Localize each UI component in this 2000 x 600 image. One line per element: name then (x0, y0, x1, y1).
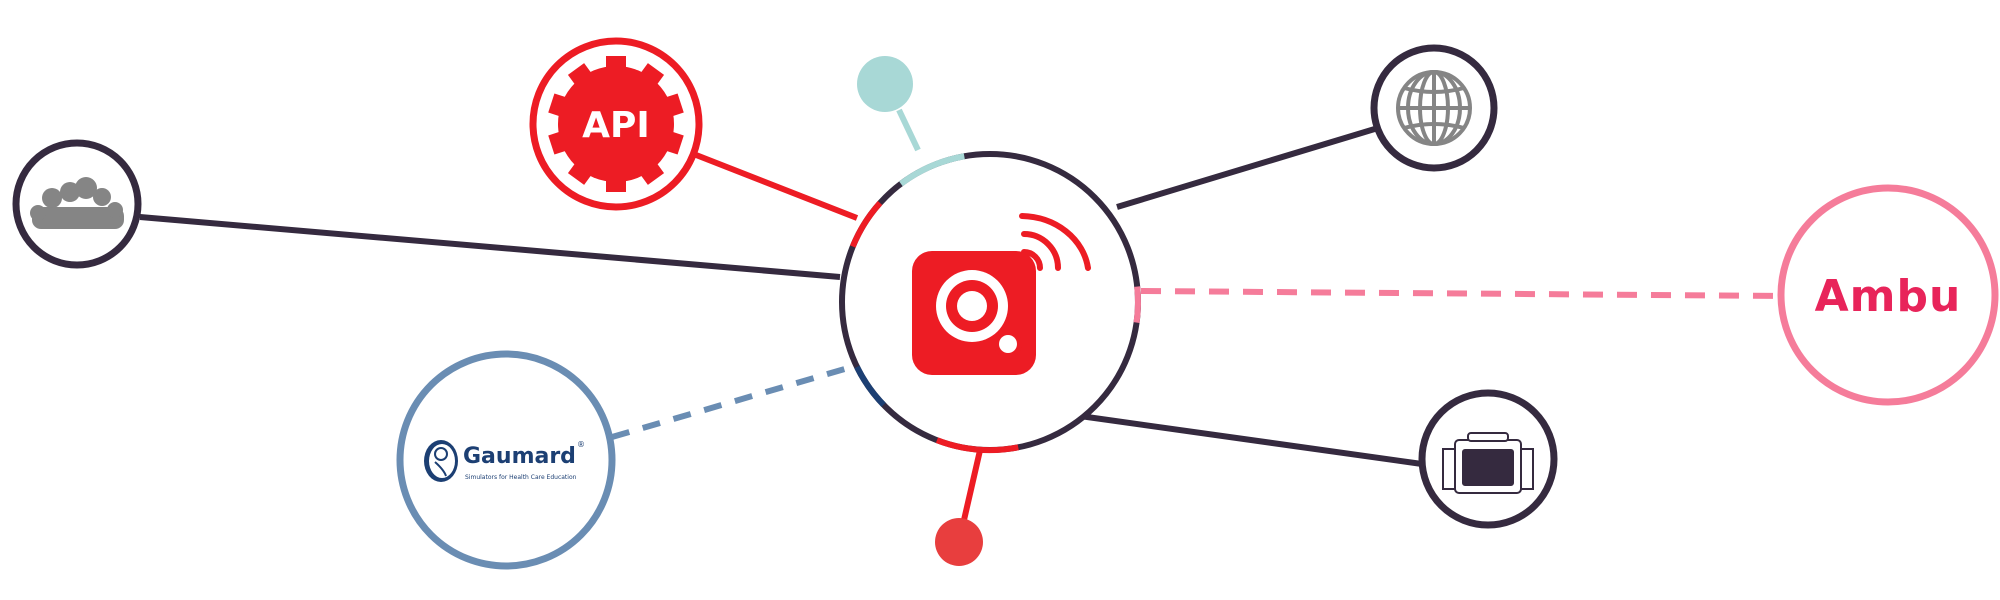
gear-tooth (567, 160, 594, 185)
link-cloud (139, 214, 841, 280)
gear-tooth (662, 130, 684, 155)
hub-arc-ambu (1133, 286, 1141, 324)
gear-tooth (548, 93, 570, 118)
gear-tooth (662, 93, 684, 118)
red-app-camera-wifi-icon (912, 213, 1091, 375)
patient-monitor-icon (1442, 432, 1534, 494)
gaumard-wordmark: Gaumard (463, 444, 576, 469)
cloud-icon (30, 177, 124, 229)
gear-tooth (638, 63, 665, 88)
link-gaumard (611, 363, 856, 440)
gaumard-tagline: Simulators for Health Care Education (465, 474, 577, 481)
gear-tooth (567, 63, 594, 88)
link-globe (1116, 125, 1379, 210)
hub-arc-red-dot (935, 437, 1019, 453)
link-red-dot (961, 445, 984, 521)
cloud-node[interactable] (12, 139, 142, 269)
gear-tooth (638, 160, 665, 185)
monitor-node[interactable] (1418, 389, 1558, 529)
api-label: API (582, 105, 650, 146)
globe-node[interactable] (1370, 44, 1498, 172)
link-teal-dot (896, 108, 921, 152)
ambu-node[interactable]: Ambu (1777, 184, 1999, 406)
gear-tooth (606, 176, 626, 192)
hub-arc-teal (899, 153, 965, 187)
hub-arc-api (849, 200, 883, 248)
gaumard-node[interactable]: Gaumard ® Simulators for Health Care Edu… (396, 350, 616, 570)
gaumard-registered-mark: ® (577, 440, 585, 449)
link-api (689, 150, 859, 221)
ambu-logo-text: Ambu (1815, 271, 1962, 322)
red-endpoint-dot[interactable] (935, 518, 983, 566)
gear-tooth (548, 130, 570, 155)
link-ambu (1140, 288, 1784, 299)
gear-icon (548, 56, 684, 192)
api-node[interactable]: API (529, 37, 703, 211)
hub-node (839, 151, 1141, 453)
link-monitor (1079, 413, 1423, 467)
teal-endpoint-dot[interactable] (857, 56, 913, 112)
hub-arc-gaumard (854, 365, 886, 407)
gear-tooth (606, 56, 626, 72)
globe-icon (1396, 70, 1472, 146)
baby-logo-icon (424, 440, 458, 482)
